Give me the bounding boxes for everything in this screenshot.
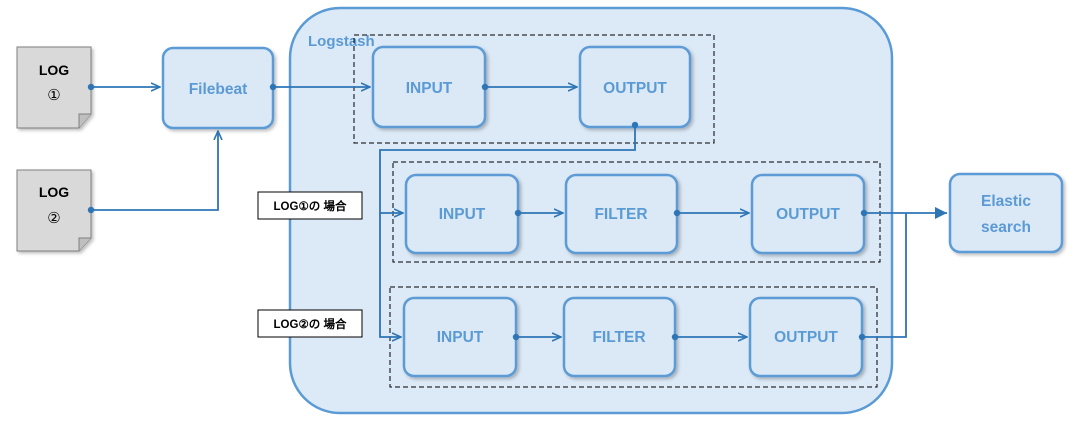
p2-output-label: OUTPUT — [774, 329, 838, 346]
log1-document — [16, 46, 92, 129]
pipeline1-group — [392, 161, 881, 263]
log2-document — [16, 169, 92, 252]
log1-label: LOG — [39, 62, 69, 78]
p2-filter-label: FILTER — [592, 329, 645, 346]
log2-label: LOG — [39, 184, 69, 200]
filebeat-label: Filebeat — [189, 81, 248, 98]
condition-log2-label: LOG②の 場合 — [274, 317, 347, 331]
elasticsearch-label-line1: Elastic — [981, 193, 1031, 210]
condition-log2-box — [257, 309, 363, 338]
connector-dots — [87, 83, 868, 341]
elasticsearch-node — [948, 172, 1064, 254]
arrow-branch-pipeline2 — [379, 213, 401, 337]
p1-filter-label: FILTER — [594, 206, 647, 223]
arrow-p2-output-elastic — [862, 213, 907, 338]
condition-log1-box — [257, 191, 363, 220]
arrow-log2-filebeat — [91, 131, 218, 211]
top-output-label: OUTPUT — [603, 80, 667, 97]
elasticsearch-label-line2: search — [981, 219, 1031, 236]
p2-input-label: INPUT — [437, 329, 484, 346]
logstash-title: Logstash — [308, 33, 375, 50]
condition-log1-label: LOG①の 場合 — [274, 199, 347, 213]
log2-number: ② — [47, 210, 60, 227]
top-pipeline-group — [353, 34, 715, 144]
connectors — [91, 87, 947, 337]
log1-number: ① — [47, 87, 60, 104]
arrow-branch-pipeline1 — [379, 125, 636, 213]
p1-output-label: OUTPUT — [776, 206, 840, 223]
p1-input-label: INPUT — [439, 206, 486, 223]
top-input-label: INPUT — [406, 80, 453, 97]
